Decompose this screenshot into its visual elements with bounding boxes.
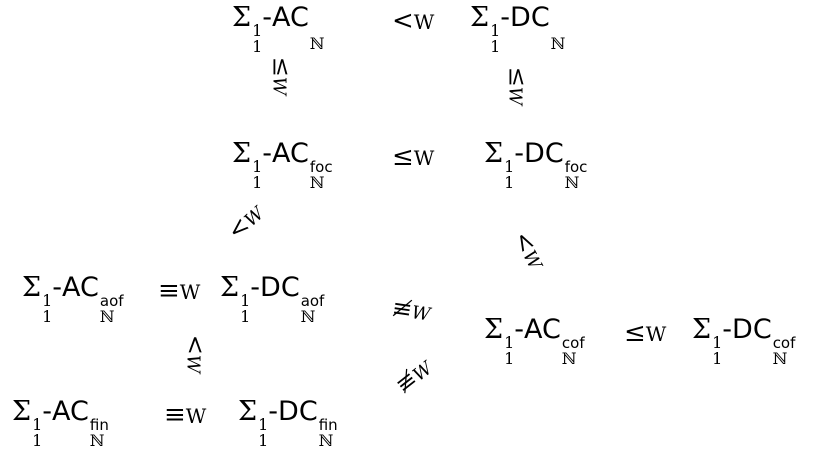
relation-ac-ge-acfoc: ≤W xyxy=(267,56,296,96)
relation-foc-lt-aof: <W xyxy=(221,203,269,246)
relation-aof-gt-fin: <W xyxy=(181,334,210,374)
relation-aof-neq-cof: ≢W xyxy=(390,293,432,326)
relation-fin-neq-cof: ≢W xyxy=(389,357,437,399)
relation-fin-eq: ≡W xyxy=(164,400,207,430)
relation-foc-lt-cof: <W xyxy=(507,226,546,274)
relation-ac-lt-dc: <W xyxy=(392,6,435,36)
relation-aof-eq: ≡W xyxy=(158,276,201,306)
relation-dc-ge-dcfoc: ≤W xyxy=(503,66,532,106)
relation-foc-le: ≤W xyxy=(392,142,435,172)
relation-cof-le: ≤W xyxy=(624,318,667,348)
